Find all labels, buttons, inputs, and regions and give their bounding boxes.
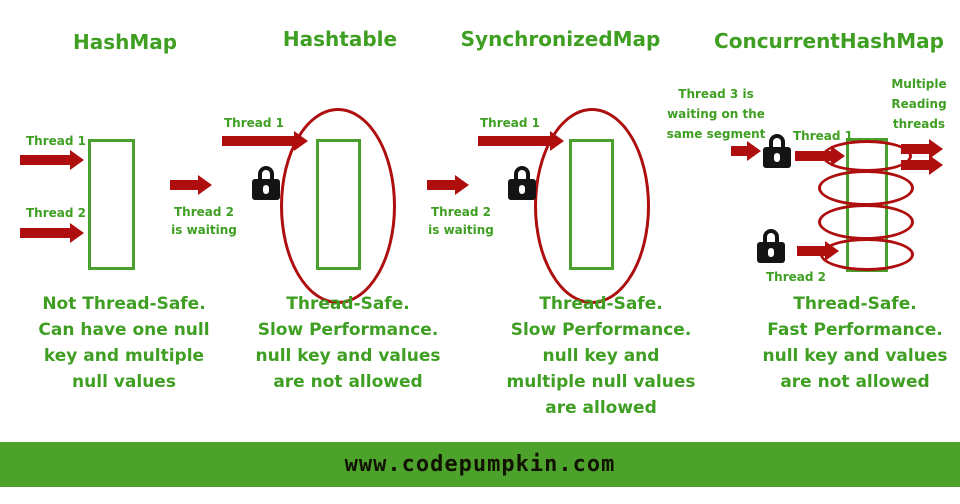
thread1-label: Thread 1 [26, 134, 86, 148]
lock-icon [757, 229, 785, 263]
thread2-arrow [427, 180, 455, 190]
desc-line: Thread-Safe. [793, 294, 917, 314]
hashmap-title: HashMap [72, 30, 178, 54]
desc-line: are allowed [545, 398, 657, 418]
thread2-label: Thread 2 [174, 205, 234, 219]
thread1-arrow [795, 151, 831, 161]
lock-keyhole [263, 185, 269, 194]
lock-keyhole [768, 248, 774, 257]
desc-line: Thread-Safe. [539, 294, 663, 314]
hashmap-rect [88, 139, 135, 270]
lock-shackle [514, 166, 530, 181]
desc-line: Slow Performance. [510, 320, 692, 340]
thread2-label: Thread 2 [431, 205, 491, 219]
lock-scope-ellipse [534, 108, 650, 304]
desc-line: null key and values [255, 346, 441, 366]
desc-line: are not allowed [780, 372, 930, 392]
reading-line: threads [892, 117, 946, 131]
lock-icon [508, 166, 536, 200]
thread1-label: Thread 1 [480, 116, 540, 130]
waiting-label: is waiting [428, 223, 494, 237]
segment-ellipse [818, 170, 914, 206]
desc-line: null key and [542, 346, 660, 366]
thread1-label: Thread 1 [224, 116, 284, 130]
desc-line: Can have one null [38, 320, 210, 340]
lock-icon [252, 166, 280, 200]
segment-ellipse [818, 204, 914, 240]
desc-line: Slow Performance. [257, 320, 439, 340]
thread2-label: Thread 2 [766, 270, 826, 284]
thread2-arrow [797, 246, 825, 256]
thread3-arrow [731, 146, 747, 156]
thread3-waiting-label: Thread 3 is waiting on the same segment [664, 84, 768, 144]
desc-line: null values [72, 372, 176, 392]
thread1-arrow [20, 155, 70, 165]
thread2-arrow [170, 180, 198, 190]
reading-thread-arrow [901, 144, 929, 154]
desc-line: Fast Performance. [767, 320, 943, 340]
lock-shackle [763, 229, 779, 244]
lock-keyhole [774, 153, 780, 162]
synchronizedmap-title: SynchronizedMap [460, 27, 661, 51]
reading-line: Multiple [891, 77, 947, 91]
thread1-label: Thread 1 [793, 129, 853, 143]
desc-line: key and multiple [43, 346, 205, 366]
lock-shackle [258, 166, 274, 181]
reading-line: Reading [891, 97, 947, 111]
hashmap-description: Not Thread-Safe. Can have one null key a… [8, 291, 240, 395]
thread3-line: same segment [666, 127, 766, 141]
desc-line: null key and values [762, 346, 948, 366]
hashtable-title: Hashtable [282, 27, 398, 51]
waiting-label: is waiting [171, 223, 237, 237]
lock-icon [763, 134, 791, 168]
desc-line: Not Thread-Safe. [42, 294, 206, 314]
thread2-arrow [20, 228, 70, 238]
desc-line: Thread-Safe. [286, 294, 410, 314]
concurrenthashmap-description: Thread-Safe. Fast Performance. null key … [748, 291, 960, 395]
hashtable-description: Thread-Safe. Slow Performance. null key … [252, 291, 444, 395]
reading-threads-label: Multiple Reading threads [880, 74, 958, 134]
lock-scope-ellipse [280, 108, 396, 304]
synchronizedmap-description: Thread-Safe. Slow Performance. null key … [505, 291, 697, 421]
desc-line: multiple null values [506, 372, 696, 392]
lock-keyhole [519, 185, 525, 194]
thread2-waiting-label: Thread 2 is waiting [423, 203, 499, 239]
desc-line: are not allowed [273, 372, 423, 392]
thread2-label: Thread 2 [26, 206, 86, 220]
lock-shackle [769, 134, 785, 149]
thread3-line: waiting on the [667, 107, 765, 121]
thread1-arrow [222, 136, 294, 146]
footer-banner: www.codepumpkin.com [0, 442, 960, 487]
concurrenthashmap-title: ConcurrentHashMap [714, 29, 944, 53]
reading-thread-arrow [901, 160, 929, 170]
website-url: www.codepumpkin.com [344, 452, 616, 477]
thread1-arrow [478, 136, 550, 146]
thread3-line: Thread 3 is [678, 87, 754, 101]
thread2-waiting-label: Thread 2 is waiting [166, 203, 242, 239]
